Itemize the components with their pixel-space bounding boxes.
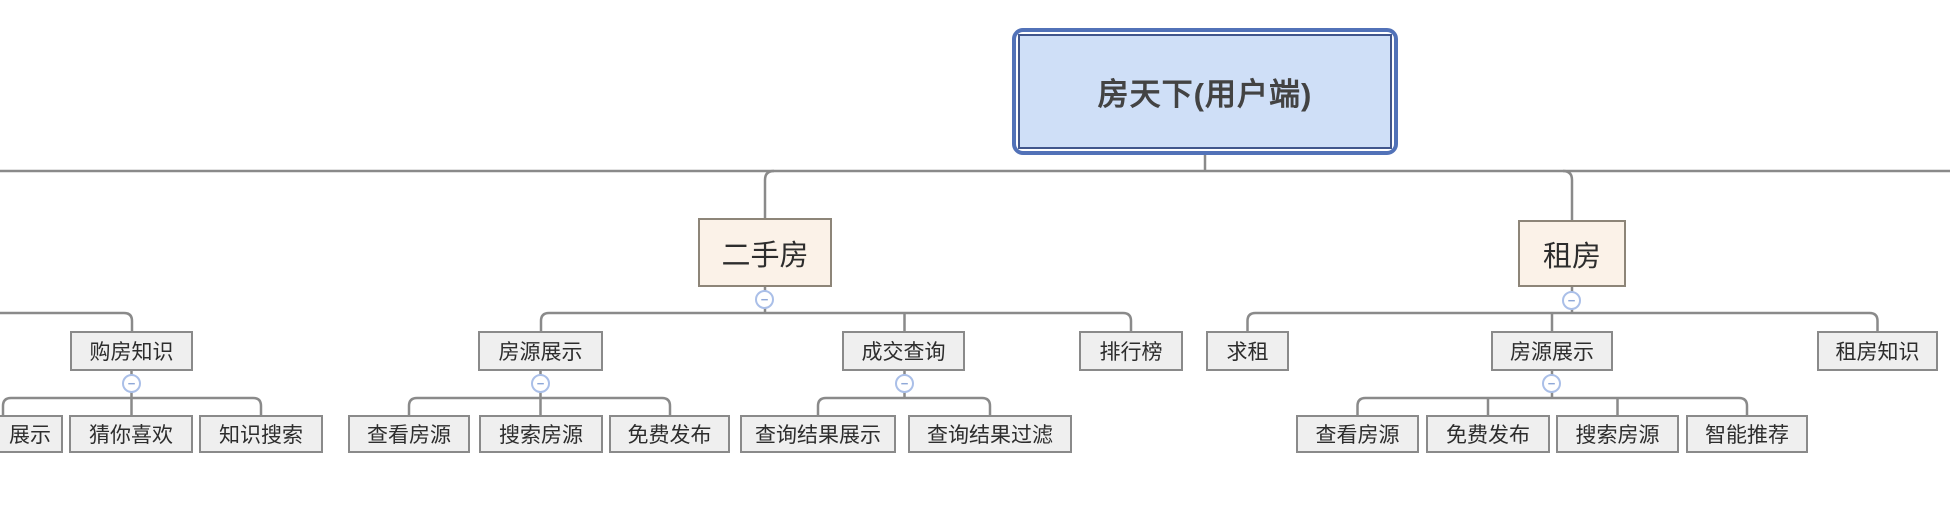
topic-root[interactable]: 房天下(用户端): [1012, 28, 1398, 155]
level4-rails: [1, 396, 1749, 415]
topic-label: 查询结果过滤: [927, 424, 1053, 447]
topic-label: 查看房源: [367, 424, 451, 447]
topic-label: 搜索房源: [499, 424, 583, 447]
collapse-icon-buying-knowledge[interactable]: −: [122, 374, 141, 393]
topic-label: 成交查询: [861, 341, 946, 364]
topic-free-publish-2[interactable]: 免费发布: [1426, 415, 1550, 453]
topic-label: 智能推荐: [1705, 424, 1789, 447]
topic-root-inner: 房天下(用户端): [1018, 34, 1392, 149]
topic-label: 免费发布: [1446, 424, 1530, 447]
topic-label: 求租: [1226, 341, 1269, 364]
topic-deal-query[interactable]: 成交查询: [842, 331, 965, 371]
topic-label: 排行榜: [1099, 341, 1163, 364]
topic-query-result-filter[interactable]: 查询结果过滤: [908, 415, 1072, 453]
topic-rent-knowledge[interactable]: 租房知识: [1817, 331, 1938, 371]
collapse-icon-deal-query[interactable]: −: [895, 374, 914, 393]
collapse-icon-listing-display-2[interactable]: −: [1542, 374, 1561, 393]
topic-label: 二手房: [721, 239, 809, 272]
topic-search-listings-1[interactable]: 搜索房源: [479, 415, 603, 453]
minus-glyph: −: [900, 375, 909, 391]
topic-renting[interactable]: 租房: [1518, 220, 1626, 287]
topic-display-clipped[interactable]: 展示: [0, 415, 63, 453]
topic-knowledge-search[interactable]: 知识搜索: [199, 415, 323, 453]
topic-ranking[interactable]: 排行榜: [1079, 331, 1183, 371]
topic-root-label: 房天下(用户端): [1097, 77, 1313, 112]
topic-guess-you-like[interactable]: 猜你喜欢: [69, 415, 193, 453]
topic-label: 房源展示: [1510, 341, 1594, 364]
topic-collapse-stems: [130, 371, 1554, 415]
topic-listing-display-2[interactable]: 房源展示: [1491, 331, 1613, 371]
topic-query-result-display[interactable]: 查询结果展示: [740, 415, 896, 453]
topic-label: 查看房源: [1315, 424, 1400, 447]
minus-glyph: −: [1547, 375, 1556, 391]
topic-label: 知识搜索: [219, 424, 303, 447]
topic-smart-recommend[interactable]: 智能推荐: [1686, 415, 1808, 453]
topic-label: 购房知识: [89, 341, 174, 364]
branch-stems: [763, 169, 1574, 220]
branch-collapse-stems: [763, 287, 1574, 313]
topic-label: 搜索房源: [1575, 424, 1660, 447]
minus-glyph: −: [1567, 292, 1576, 308]
topic-label: 猜你喜欢: [89, 424, 173, 447]
topic-label: 租房: [1542, 240, 1601, 273]
minus-glyph: −: [536, 375, 545, 391]
minus-glyph: −: [760, 291, 769, 307]
level3-rails: [0, 311, 1879, 331]
topic-free-publish-1[interactable]: 免费发布: [609, 415, 730, 453]
topic-label: 免费发布: [627, 424, 712, 447]
topic-label: 租房知识: [1835, 341, 1920, 364]
topic-listing-display-1[interactable]: 房源展示: [478, 331, 603, 371]
collapse-icon-second-hand[interactable]: −: [755, 290, 774, 309]
minus-glyph: −: [127, 375, 136, 391]
topic-second-hand-house[interactable]: 二手房: [698, 218, 832, 287]
topic-seek-rent[interactable]: 求租: [1206, 331, 1289, 371]
topic-search-listings-2[interactable]: 搜索房源: [1556, 415, 1679, 453]
topic-view-listings-1[interactable]: 查看房源: [348, 415, 470, 453]
topic-view-listings-2[interactable]: 查看房源: [1296, 415, 1419, 453]
topic-buying-knowledge[interactable]: 购房知识: [70, 331, 193, 371]
topic-label: 展示: [9, 424, 51, 447]
topic-label: 房源展示: [498, 341, 583, 364]
topic-label: 查询结果展示: [755, 424, 881, 447]
collapse-icon-renting[interactable]: −: [1562, 291, 1581, 310]
collapse-icon-listing-display-1[interactable]: −: [531, 374, 550, 393]
